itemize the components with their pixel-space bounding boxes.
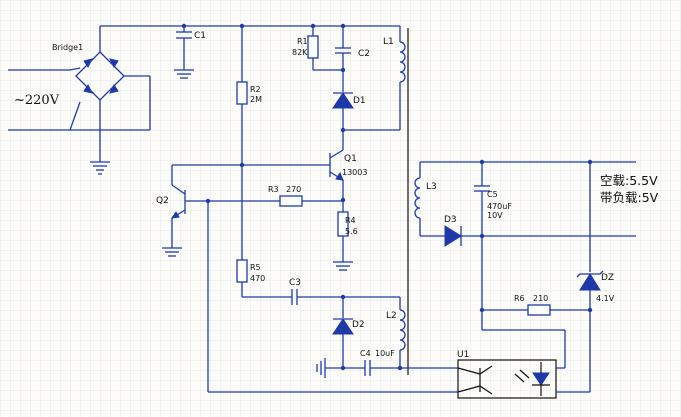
label-r5: R5 [250,263,261,272]
resistor-r2 [236,26,248,165]
label-c4: C4 [360,349,371,358]
label-r6: R6 [514,294,525,303]
label-r5-value: 470 [250,274,265,283]
label-r1-value: 82K [292,48,308,57]
label-u1: U1 [457,350,469,360]
label-c5: C5 [487,190,498,199]
inductor-l1 [343,26,406,131]
label-q2: Q2 [156,196,169,206]
resistor-r5 [236,165,248,297]
label-dz: DZ [601,273,614,283]
label-bridge: Bridge1 [52,43,83,52]
label-c1: C1 [194,31,206,41]
resistor-r6 [481,236,591,393]
diode-d3 [444,225,636,247]
transistor-q2 [162,164,242,257]
capacitor-c4 [325,360,458,376]
label-l1: L1 [383,37,394,47]
capacitor-c2 [335,26,351,70]
label-d3: D3 [444,215,457,225]
ground-symbol [90,161,110,175]
label-c5-voltage: 10V [487,211,503,220]
label-r6-value: 210 [533,294,548,303]
label-r3: R3 [268,185,279,194]
label-r1: R1 [297,37,308,46]
label-c5-value: 470uF [487,202,512,211]
diode-d1 [332,70,354,130]
ground-bottom [316,358,326,378]
capacitor-c1 [174,26,194,79]
label-c3: C3 [289,278,301,288]
label-r2: R2 [250,85,261,94]
label-r4-value: 5.6 [345,227,358,236]
label-q1: Q1 [344,154,357,164]
label-c4-value: 10uF [375,349,395,358]
diode-d2 [332,297,354,368]
label-d1: D1 [353,96,366,106]
inductor-l2 [399,297,406,368]
transistor-q1 [242,149,344,181]
label-dz-value: 4.1V [596,294,615,303]
label-r4: R4 [345,216,356,225]
label-ac-input: ~220V [14,93,60,108]
inductor-l3 [414,162,445,237]
label-l2: L2 [386,311,397,321]
label-c2: C2 [358,49,370,59]
annotation-no-load: 空载:5.5V [600,173,658,188]
resistor-r3 [208,195,343,207]
label-q1-value: 13003 [342,168,367,177]
capacitor-c5 [474,162,490,236]
ac-input [8,67,81,131]
annotation-with-load: 带负载:5V [600,190,659,205]
resistor-r1 [307,26,319,70]
label-r2-value: 2M [250,95,262,104]
resistor-r4 [333,200,353,271]
bridge-rectifier [70,25,184,162]
label-d2: D2 [352,320,365,330]
zener-dz [576,162,604,310]
optocoupler-u1 [457,359,557,399]
label-l3: L3 [426,182,437,192]
label-r3-value: 270 [286,185,301,194]
capacitor-c3 [242,289,400,305]
